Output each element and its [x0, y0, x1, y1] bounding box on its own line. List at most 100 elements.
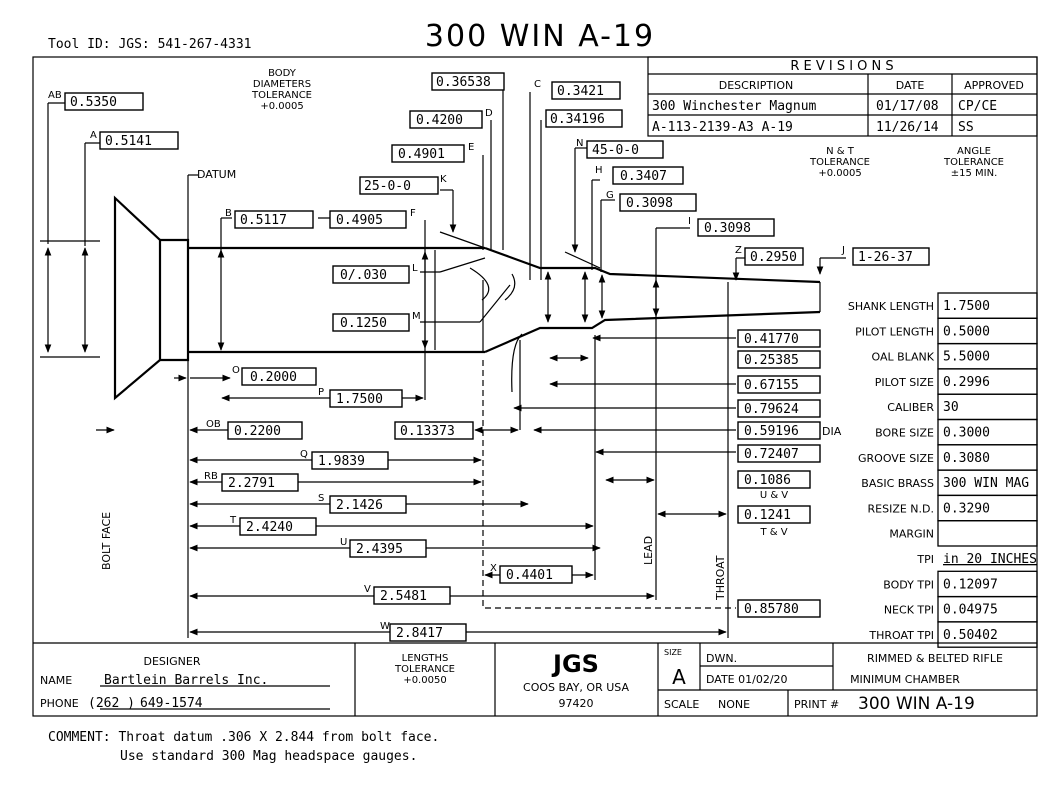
spec-label: MARGIN — [889, 528, 934, 541]
svg-text:+0.0005: +0.0005 — [818, 168, 861, 179]
value-D: 0.4200 — [416, 113, 463, 128]
lengths-tol-2: TOLERANCE — [394, 664, 455, 675]
datum-label: DATUM — [197, 168, 236, 181]
revisions-heading: R E V I S I O N S — [790, 59, 893, 74]
letter-B: B — [225, 208, 232, 219]
value-F: 0.4905 — [336, 213, 383, 228]
value-M: 0.1250 — [340, 316, 387, 331]
value-r4: 0.79624 — [744, 402, 799, 417]
value-Q: 1.9839 — [318, 454, 365, 469]
value-OB: 0.2200 — [234, 424, 281, 439]
phone-number: 649-1574 — [140, 696, 203, 711]
spec-label: TPI — [916, 553, 934, 566]
name-label: NAME — [40, 674, 72, 687]
phone-label: PHONE — [40, 697, 79, 710]
value-AB: 0.5350 — [70, 95, 117, 110]
designer-name: Bartlein Barrels Inc. — [104, 673, 268, 688]
svg-text:TOLERANCE: TOLERANCE — [809, 157, 870, 168]
tool-id: Tool ID: JGS: 541-267-4331 — [48, 37, 252, 52]
uv-label: U & V — [760, 490, 788, 501]
company-city: COOS BAY, OR USA — [523, 681, 629, 694]
rev-row-1-approved: CP/CE — [958, 99, 997, 114]
spec-label: RESIZE N.D. — [868, 502, 935, 515]
spec-cell — [937, 621, 1038, 648]
drawn-label: DWN. — [706, 652, 737, 665]
revisions-table: R E V I S I O N S DESCRIPTION DATE APPRO… — [647, 56, 1038, 137]
letter-G: G — [606, 190, 614, 201]
value-C: 0.3421 — [557, 84, 604, 99]
print-number: 300 WIN A-19 — [858, 694, 975, 714]
letter-N: N — [576, 138, 583, 149]
value-N: 45-0-0 — [592, 143, 639, 158]
value-C2: 0.36538 — [436, 75, 491, 90]
value-B: 0.5117 — [240, 213, 287, 228]
svg-text:N & T: N & T — [826, 146, 855, 157]
value-T: 2.4240 — [246, 520, 293, 535]
spec-value: 0.3290 — [943, 501, 990, 516]
value-U: 2.4395 — [356, 542, 403, 557]
value-r6: 0.72407 — [744, 447, 799, 462]
spec-value: 1.7500 — [943, 299, 990, 314]
value-X: 0.4401 — [506, 568, 553, 583]
lengths-tol-1: LENGTHS — [402, 653, 449, 664]
spec-label: CALIBER — [887, 401, 934, 414]
throat-label: THROAT — [714, 555, 727, 601]
spec-value: 5.5000 — [943, 350, 990, 365]
value-OB2: 0.13373 — [400, 424, 455, 439]
rev-row-2-approved: SS — [958, 120, 974, 135]
svg-text:ANGLE: ANGLE — [957, 146, 991, 157]
spec-value: 300 WIN MAG — [943, 476, 1029, 491]
dimension-values: 0.5350 0.5141 0.5117 0.36538 0.3421 0.42… — [70, 75, 913, 641]
vertical-dimension-lines — [44, 80, 846, 638]
value-O: 0.2000 — [250, 370, 297, 385]
bolt-face-label: BOLT FACE — [100, 512, 113, 570]
value-A: 0.5141 — [105, 134, 152, 149]
spec-label: GROOVE SIZE — [858, 452, 934, 465]
letter-I: I — [688, 216, 691, 227]
spec-value: 0.04975 — [943, 603, 998, 618]
letter-O: O — [232, 365, 240, 376]
svg-text:±15 MIN.: ±15 MIN. — [951, 168, 998, 179]
drawing-title: 300 WIN A-19 — [425, 19, 655, 54]
rev-row-1-desc: 300 Winchester Magnum — [652, 99, 817, 114]
dimension-letters: AB A B C D E F G H I J K L M N Z O P OB … — [48, 79, 845, 632]
lengths-tol-3: +0.0050 — [403, 675, 446, 686]
svg-text:DIAMETERS: DIAMETERS — [253, 79, 311, 90]
print-label: PRINT # — [794, 698, 839, 711]
value-G: 0.3098 — [626, 196, 673, 211]
value-r2: 0.25385 — [744, 353, 799, 368]
spec-value: in 20 INCHES — [943, 552, 1037, 567]
designer-heading: DESIGNER — [144, 655, 201, 668]
letter-E: E — [468, 142, 474, 153]
dimension-boxes — [64, 72, 930, 642]
spec-value: 0.2996 — [943, 375, 990, 390]
comment-line-2: Use standard 300 Mag headspace gauges. — [120, 749, 417, 764]
letter-C: C — [534, 79, 541, 90]
value-P: 1.7500 — [336, 392, 383, 407]
spec-cell — [937, 520, 1038, 547]
value-H: 0.3407 — [620, 169, 667, 184]
size-label: SIZE — [664, 648, 682, 657]
rev-row-2-date: 11/26/14 — [876, 120, 939, 135]
spec-value: 0.5000 — [943, 324, 990, 339]
spec-label: BASIC BRASS — [861, 477, 934, 490]
scale-value: NONE — [718, 698, 750, 711]
letter-J: J — [841, 245, 845, 256]
value-W: 2.8417 — [396, 626, 443, 641]
letter-P: P — [318, 387, 324, 398]
value-K: 25-0-0 — [364, 179, 411, 194]
spec-value: 0.3080 — [943, 451, 990, 466]
letter-RB: RB — [204, 471, 218, 482]
spec-label: PILOT LENGTH — [855, 325, 934, 338]
reamer-profile — [40, 174, 821, 638]
comment-line-1: COMMENT: Throat datum .306 X 2.844 from … — [48, 730, 439, 745]
value-r1: 0.41770 — [744, 332, 799, 347]
spec-label: SHANK LENGTH — [848, 300, 934, 313]
lead-label: LEAD — [642, 536, 655, 565]
neck-throat-tolerance-note: N & T TOLERANCE +0.0005 — [809, 146, 870, 179]
company-logo: JGS — [551, 650, 599, 678]
spec-label: BODY TPI — [883, 578, 934, 591]
letter-U: U — [340, 537, 347, 548]
rev-col-description: DESCRIPTION — [719, 79, 793, 92]
